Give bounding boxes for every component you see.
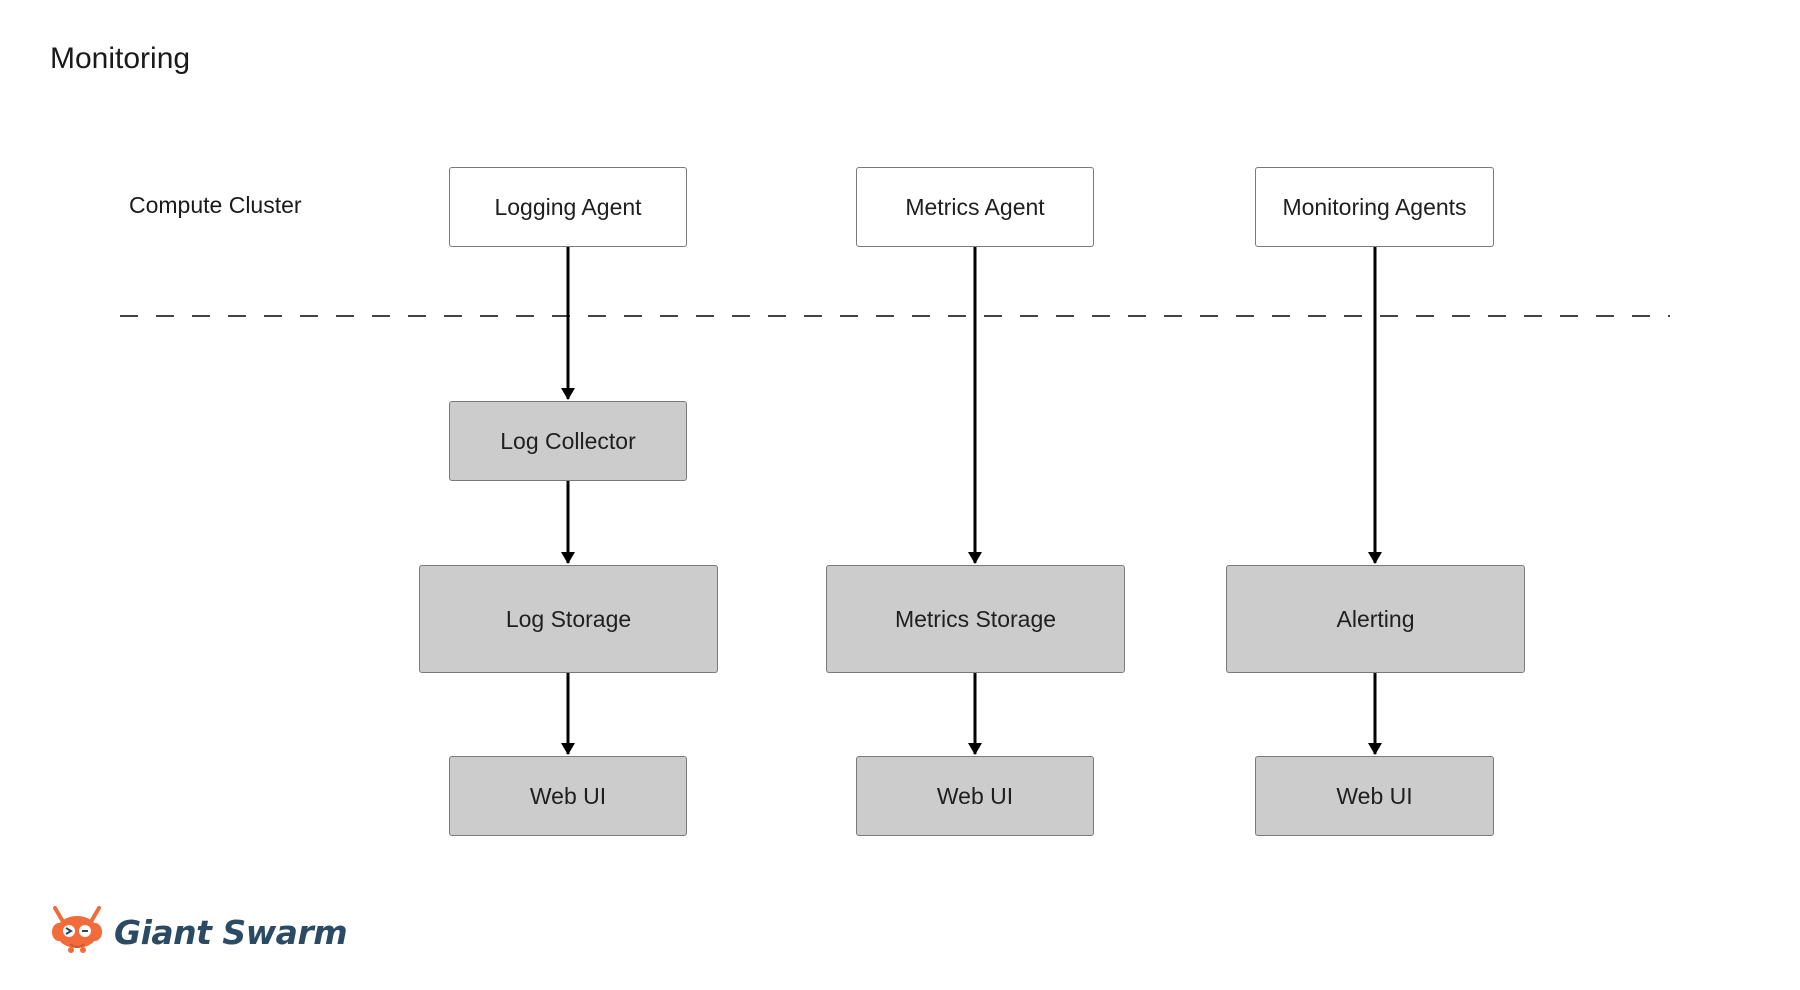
metrics-storage-node: Metrics Storage (826, 565, 1125, 673)
metrics-agent-label: Metrics Agent (905, 193, 1045, 220)
alerting-web-ui-node: Web UI (1255, 756, 1494, 836)
log-storage-label: Log Storage (505, 605, 632, 632)
log-storage-node: Log Storage (419, 565, 718, 673)
monitoring-agents-node: Monitoring Agents (1255, 167, 1494, 247)
alerting-label: Alerting (1336, 605, 1415, 632)
brand-logo: Giant Swarm (48, 906, 348, 958)
alerting-web-ui-label: Web UI (1336, 782, 1413, 809)
brand-name: Giant Swarm (114, 912, 348, 952)
logging-agent-label: Logging Agent (494, 193, 642, 220)
log-collector-label: Log Collector (500, 427, 636, 454)
metrics-storage-label: Metrics Storage (894, 605, 1057, 632)
logs-web-ui-node: Web UI (449, 756, 687, 836)
metrics-agent-node: Metrics Agent (856, 167, 1094, 247)
metrics-web-ui-node: Web UI (856, 756, 1094, 836)
logging-agent-node: Logging Agent (449, 167, 687, 247)
metrics-web-ui-label: Web UI (936, 782, 1014, 809)
monitoring-agents-label: Monitoring Agents (1282, 193, 1467, 220)
alerting-node: Alerting (1226, 565, 1525, 673)
log-collector-node: Log Collector (449, 401, 687, 481)
compute-cluster-label: Compute Cluster (129, 192, 302, 218)
ant-mascot-icon (52, 906, 102, 953)
page-title: Monitoring (50, 42, 191, 75)
logs-web-ui-label: Web UI (529, 782, 607, 809)
